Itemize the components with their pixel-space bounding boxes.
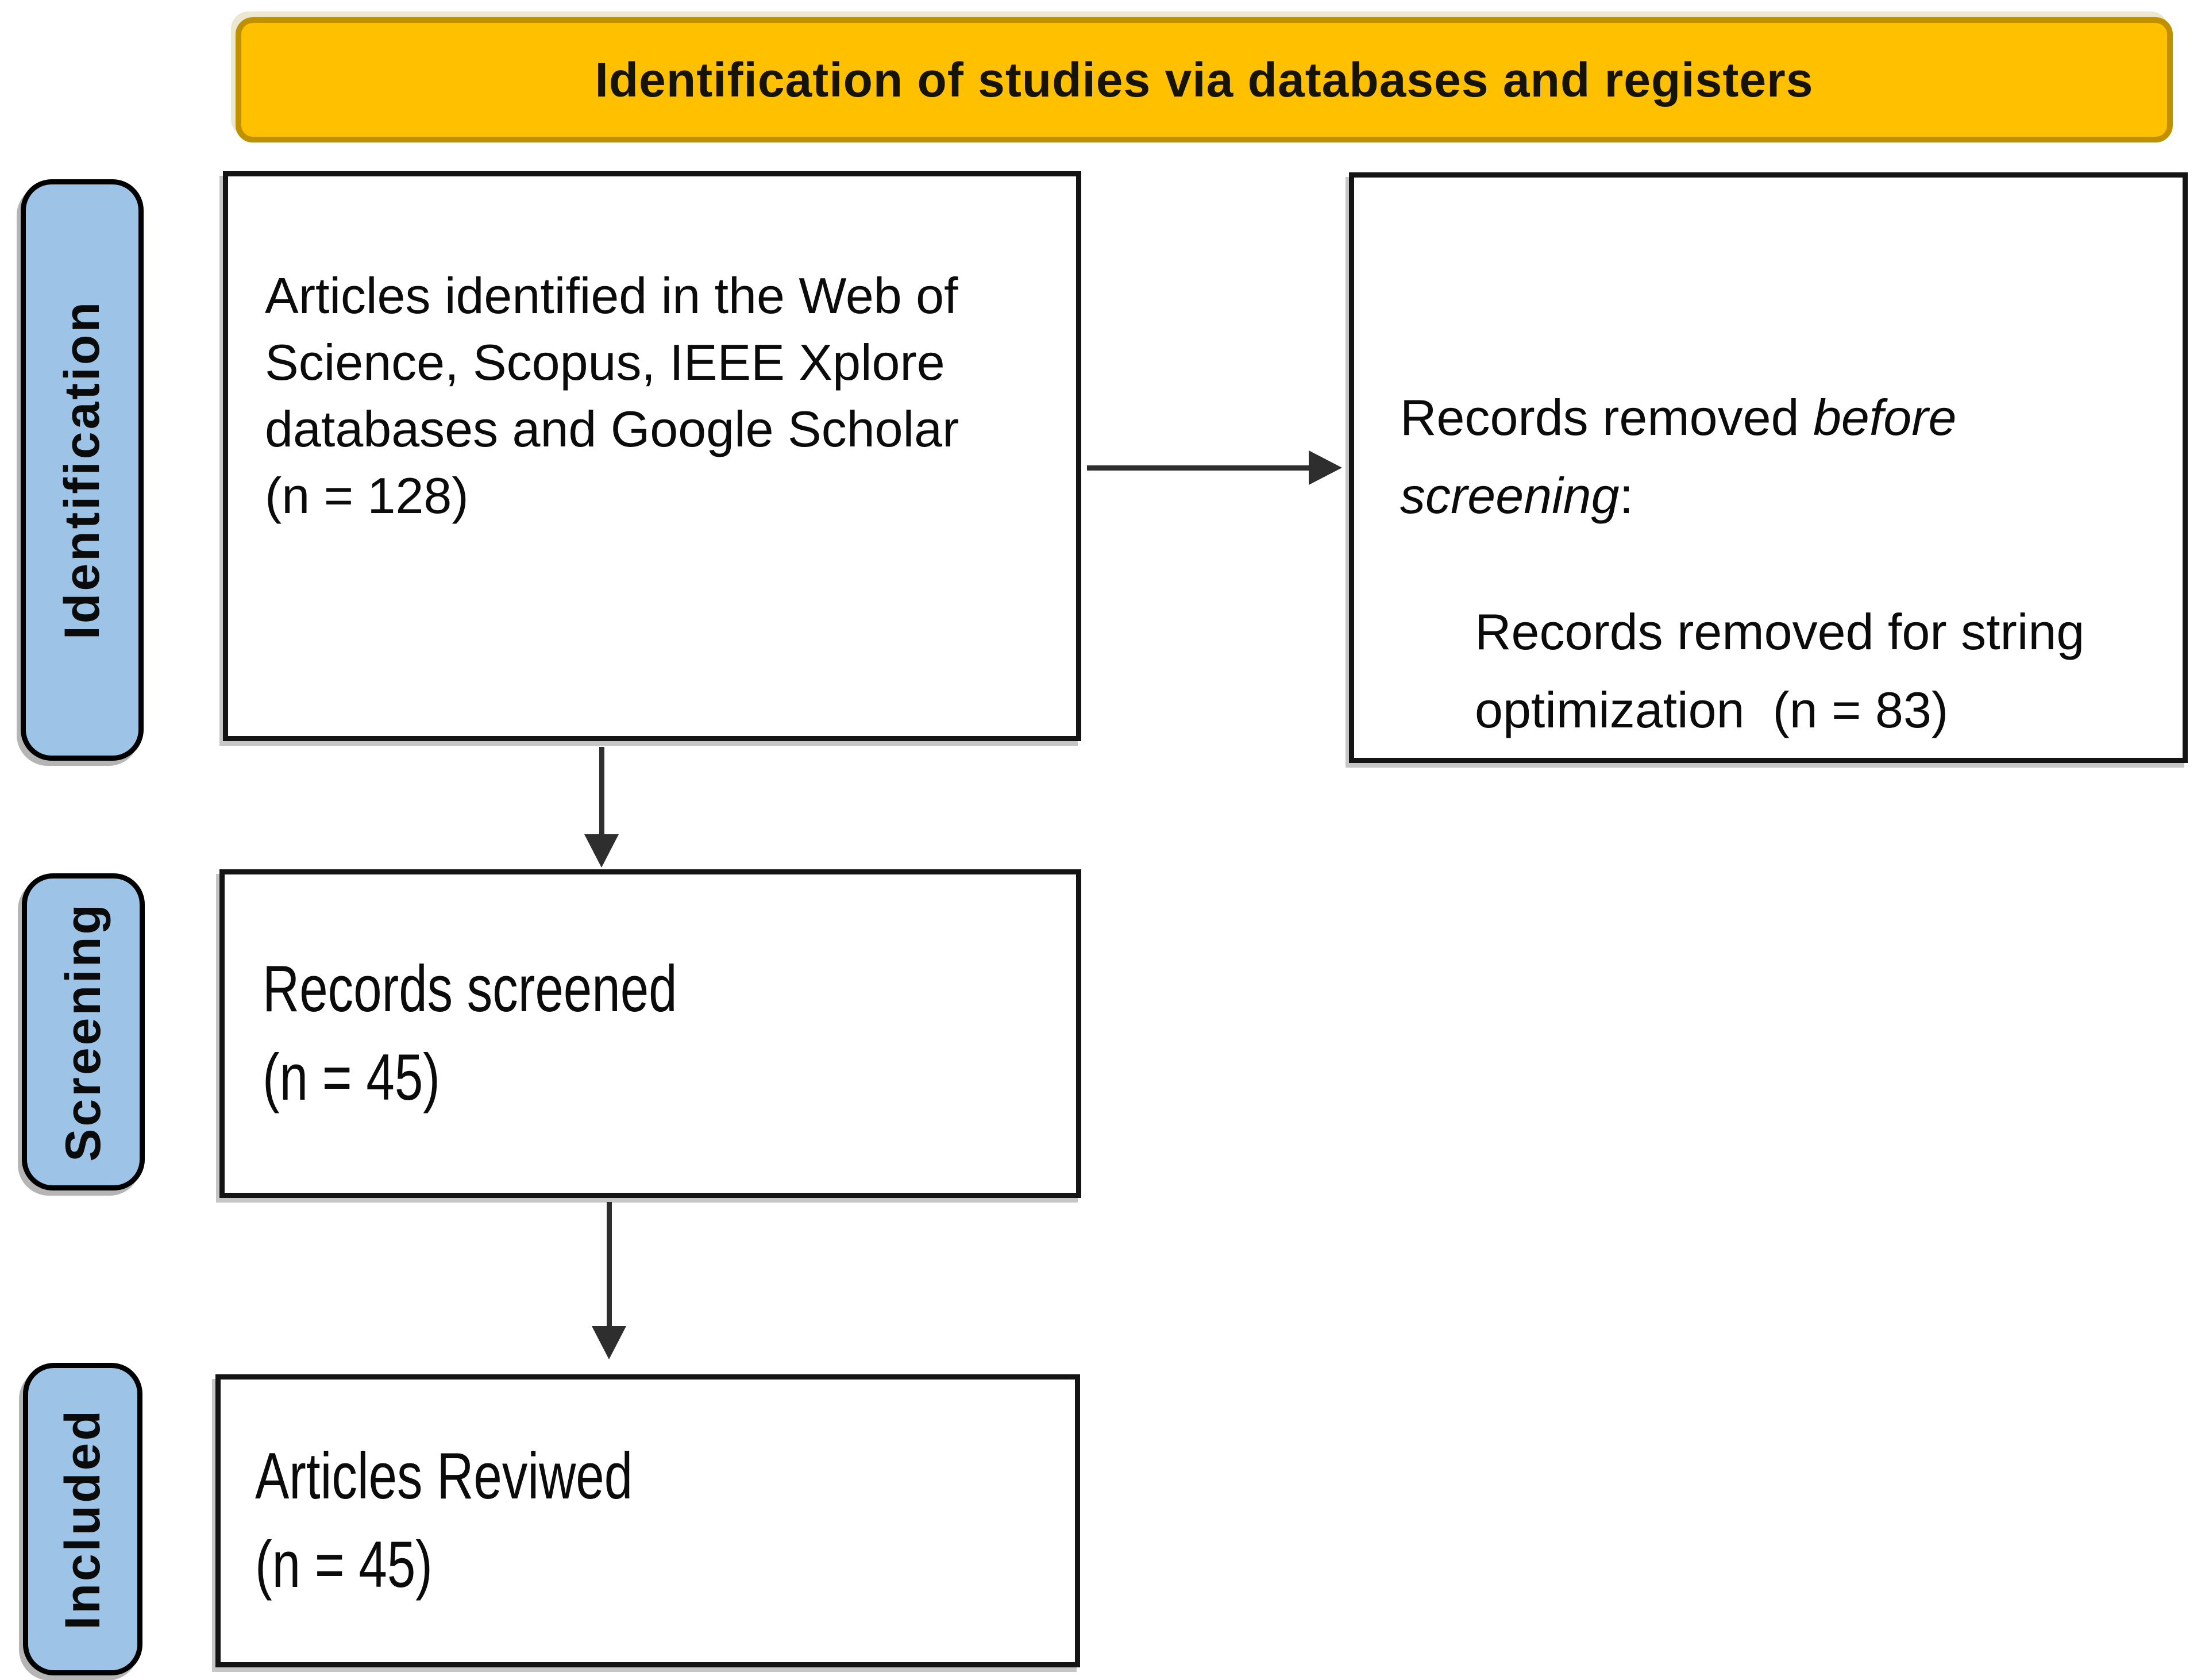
box-records-removed-lead-italic: before screening — [1400, 389, 1957, 525]
box-records-removed-reason: Records removed for string optimization … — [1475, 603, 2085, 739]
box-records-screened: Records screened (n = 45) — [219, 869, 1081, 1198]
stage-label-included-text: Included — [55, 1408, 110, 1630]
title-banner: Identification of studies via databases … — [236, 17, 2173, 142]
box-articles-identified: Articles identified in the Web of Scienc… — [223, 171, 1081, 741]
box-records-removed-lead: Records removed before screening: — [1400, 379, 2160, 535]
arrow-down-head-icon — [584, 834, 619, 868]
arrow-down-head-icon — [592, 1326, 626, 1359]
box-records-removed-lead-colon: : — [1619, 467, 1634, 525]
box-records-screened-text: Records screened (n = 45) — [263, 953, 677, 1114]
stage-label-identification-text: Identification — [54, 300, 110, 640]
arrow-identified-to-screened-line — [599, 747, 604, 839]
stage-label-identification: Identification — [21, 179, 144, 761]
box-articles-reviewed-text: Articles Reviwed (n = 45) — [255, 1440, 633, 1601]
stage-label-screening: Screening — [22, 873, 145, 1190]
box-articles-identified-text: Articles identified in the Web of Scienc… — [265, 267, 959, 525]
stage-label-screening-text: Screening — [55, 902, 111, 1162]
arrow-screened-to-reviewed-line — [607, 1202, 612, 1330]
arrow-identified-to-removed-line — [1087, 465, 1312, 471]
box-records-removed: Records removed before screening: Record… — [1349, 172, 2188, 763]
arrow-right-head-icon — [1309, 450, 1342, 485]
title-banner-text: Identification of studies via databases … — [595, 52, 1814, 107]
stage-label-included: Included — [23, 1363, 142, 1675]
box-records-removed-lead-regular: Records removed — [1400, 389, 1813, 446]
box-articles-reviewed: Articles Reviwed (n = 45) — [215, 1374, 1080, 1667]
